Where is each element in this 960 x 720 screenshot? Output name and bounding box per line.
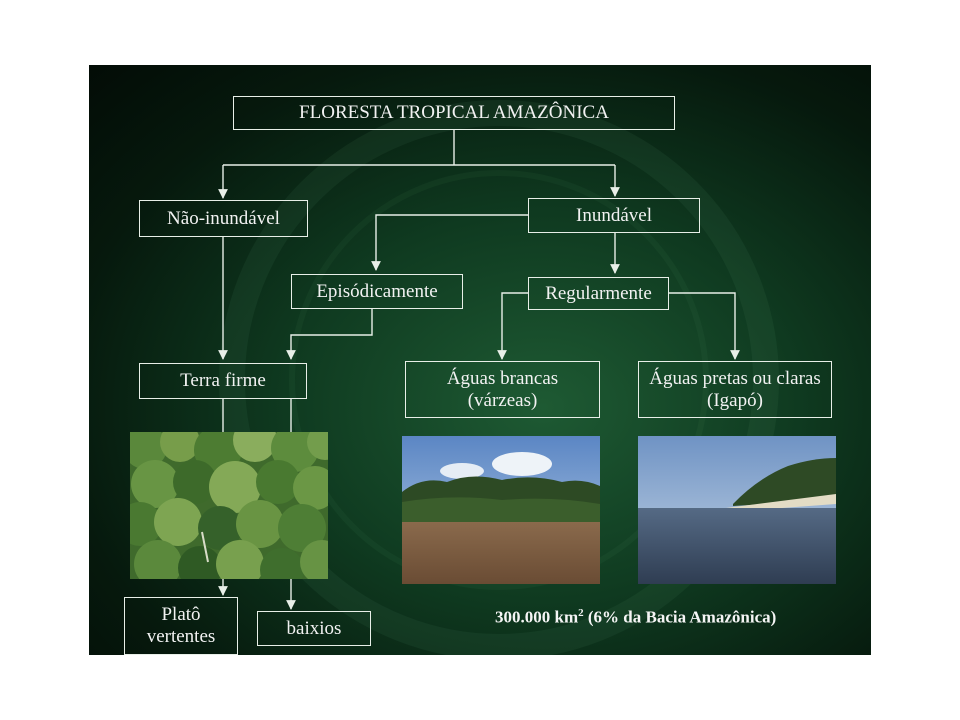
node-root-label: FLORESTA TROPICAL AMAZÔNICA bbox=[299, 102, 609, 123]
background-seal-inner-ring bbox=[289, 170, 709, 590]
node-plato-line1: Platô bbox=[161, 604, 201, 625]
connector-regularmente-to-aguas-brancas bbox=[497, 292, 528, 360]
node-episodicamente-label: Episódicamente bbox=[316, 280, 438, 302]
caption-suffix: (6% da Bacia Amazônica) bbox=[583, 607, 777, 627]
area-caption: 300.000 km2 (6% da Bacia Amazônica) bbox=[495, 607, 776, 628]
node-aguas-pretas-line2: (Igapó) bbox=[707, 389, 763, 411]
node-baixios-label: baixios bbox=[286, 617, 342, 639]
photo-terra-firme-canopy bbox=[130, 432, 328, 579]
node-inundavel-label: Inundável bbox=[576, 204, 652, 226]
connector-regularmente-to-aguas-pretas bbox=[669, 292, 740, 360]
node-episodicamente: Episódicamente bbox=[291, 274, 463, 309]
node-terra-firme: Terra firme bbox=[139, 363, 307, 399]
node-baixios: baixios bbox=[257, 611, 371, 646]
node-nao-inundavel: Não-inundável bbox=[139, 200, 308, 237]
node-plato-vertentes: Platô vertentes bbox=[124, 597, 238, 655]
node-aguas-brancas-line2: (várzeas) bbox=[467, 389, 538, 411]
river-illustration-brown bbox=[402, 436, 600, 584]
caption-prefix: 300.000 km bbox=[495, 607, 579, 627]
node-inundavel: Inundável bbox=[528, 198, 700, 233]
canopy-illustration bbox=[130, 432, 328, 579]
connector-episodicamente-to-terra-firme bbox=[286, 309, 373, 360]
connector-inundavel-to-episodicamente bbox=[371, 214, 528, 271]
slide: FLORESTA TROPICAL AMAZÔNICA Não-inundáve… bbox=[89, 65, 871, 655]
node-regularmente: Regularmente bbox=[528, 277, 669, 310]
node-aguas-pretas-line1: Águas pretas ou claras bbox=[649, 367, 821, 389]
node-nao-inundavel-label: Não-inundável bbox=[167, 207, 280, 229]
node-aguas-brancas: Águas brancas (várzeas) bbox=[405, 361, 600, 418]
node-plato-line2: vertentes bbox=[146, 626, 216, 647]
photo-aguas-pretas-river bbox=[638, 436, 836, 584]
node-regularmente-label: Regularmente bbox=[545, 282, 652, 304]
river-illustration-dark bbox=[638, 436, 836, 584]
node-floresta-tropical-amazonica: FLORESTA TROPICAL AMAZÔNICA bbox=[233, 96, 675, 130]
node-aguas-pretas: Águas pretas ou claras (Igapó) bbox=[638, 361, 832, 418]
caption-superscript: 2 bbox=[578, 607, 584, 619]
node-aguas-brancas-line1: Águas brancas bbox=[446, 367, 559, 389]
photo-aguas-brancas-river bbox=[402, 436, 600, 584]
connector-lines bbox=[218, 130, 740, 610]
node-terra-firme-label: Terra firme bbox=[180, 370, 266, 391]
